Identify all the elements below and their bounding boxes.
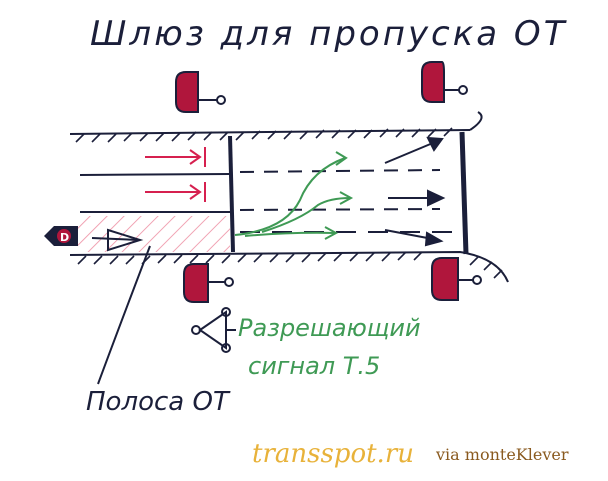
watermark-site: transspot.ru [252,439,414,469]
signal-bottom-left [183,263,234,303]
diagram-title: Шлюз для пропуска ОТ [90,14,567,54]
stop-line-entry [228,135,235,253]
signal-label-line2: сигнал Т.5 [248,352,380,380]
bus-stop-badge-letter: D [60,231,69,244]
lane-lines-left [79,173,231,213]
bus-lane-leader [97,245,151,385]
bottom-curb [69,250,509,283]
bus-lane-hatched [78,216,230,252]
signal-top-left [175,71,226,113]
watermark-credit: via monteKlever [435,445,569,464]
lane-lines-dashed [239,169,460,233]
exit-arrows [384,136,446,247]
signal-top-right [421,61,468,103]
bus-arrow [91,228,144,252]
green-arrows [234,151,354,240]
bus-lane-label: Полоса ОТ [86,387,231,417]
signal-t5-icon [191,307,236,353]
signal-label-line1: Разрешающий [238,314,421,342]
signal-bottom-right [431,257,482,301]
stop-line-exit [459,131,469,255]
red-arrows [145,147,206,202]
top-curb [69,111,483,143]
bus-stop-badge: D [44,226,78,246]
